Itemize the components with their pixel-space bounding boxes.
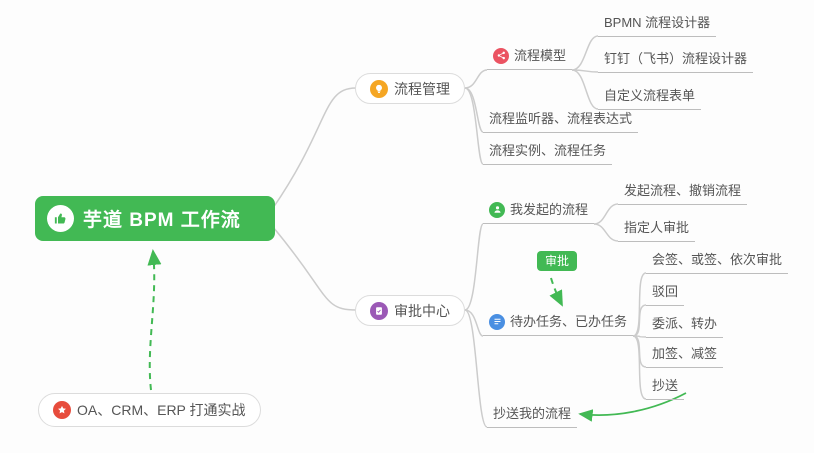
node-label: 我发起的流程: [510, 202, 589, 217]
node-initiate-cancel[interactable]: 发起流程、撤销流程: [618, 182, 748, 205]
node-process-mgmt[interactable]: 流程管理: [355, 73, 465, 104]
arrow-practice-root: [147, 249, 162, 391]
node-label: 抄送: [652, 378, 679, 393]
node-approval-center[interactable]: 审批中心: [355, 295, 465, 326]
connector-initiated-assigned: [593, 223, 619, 242]
node-label: BPMN 流程设计器: [604, 15, 711, 30]
node-countersign[interactable]: 会签、或签、依次审批: [646, 251, 789, 274]
clipboard-check-icon: [370, 301, 388, 320]
node-cc-my-process[interactable]: 抄送我的流程: [487, 405, 578, 428]
node-bpmn-designer[interactable]: BPMN 流程设计器: [598, 14, 717, 37]
connector-todo-cc: [632, 335, 647, 400]
node-reject[interactable]: 驳回: [646, 283, 685, 306]
connector-todo-reject: [632, 304, 647, 337]
node-label: 流程实例、流程任务: [489, 143, 607, 158]
approval-relation-badge[interactable]: 审批: [537, 251, 578, 271]
share-nodes-icon: [493, 47, 509, 64]
connector-root-process-mgmt: [272, 87, 357, 209]
node-listener-expression[interactable]: 流程监听器、流程表达式: [483, 110, 639, 133]
node-label: 抄送我的流程: [493, 406, 572, 421]
connector-approval-my-initiated: [464, 223, 484, 311]
thumbs-up-icon: [47, 205, 74, 232]
lightbulb-icon: [370, 79, 388, 98]
node-process-model[interactable]: 流程模型: [487, 47, 573, 70]
connector-process-mgmt-listener: [464, 87, 484, 133]
user-icon: [489, 201, 505, 218]
node-label: OA、CRM、ERP 打通实战: [77, 402, 246, 418]
connector-model-dingtalk: [571, 69, 599, 73]
node-label: 发起流程、撤销流程: [624, 183, 742, 198]
root-node[interactable]: 芋道 BPM 工作流: [35, 196, 275, 241]
node-label: 钉钉（飞书）流程设计器: [604, 51, 748, 66]
node-cc[interactable]: 抄送: [646, 377, 685, 400]
connector-todo-countersign: [632, 272, 647, 337]
node-label: 流程管理: [394, 80, 450, 97]
root-label: 芋道 BPM 工作流: [83, 210, 241, 231]
node-todo-done[interactable]: 待办任务、已办任务: [483, 313, 634, 336]
node-instance-task[interactable]: 流程实例、流程任务: [483, 142, 613, 165]
node-label: 加签、减签: [652, 346, 718, 361]
node-label: 会签、或签、依次审批: [652, 252, 783, 267]
node-label: 委派、转办: [652, 316, 718, 331]
node-label: 驳回: [652, 284, 679, 299]
connector-model-bpmn: [571, 35, 599, 71]
arrow-approval-relation: [549, 277, 563, 307]
task-list-icon: [489, 313, 505, 330]
connector-process-mgmt-instance: [464, 87, 484, 165]
node-practice[interactable]: OA、CRM、ERP 打通实战: [38, 393, 261, 427]
connector-model-custom-form: [571, 69, 599, 110]
connector-initiated-initiate-cancel: [593, 203, 619, 225]
node-dingtalk-designer[interactable]: 钉钉（飞书）流程设计器: [598, 50, 754, 73]
node-label: 指定人审批: [624, 220, 690, 235]
node-label: 待办任务、已办任务: [510, 314, 628, 329]
connector-approval-todo: [464, 309, 484, 337]
node-label: 流程监听器、流程表达式: [489, 111, 633, 126]
node-add-reduce-sign[interactable]: 加签、减签: [646, 345, 724, 368]
node-custom-form[interactable]: 自定义流程表单: [598, 87, 702, 110]
connector-root-approval-center: [272, 226, 357, 311]
node-assigned-approval[interactable]: 指定人审批: [618, 219, 696, 242]
connector-todo-delegate: [632, 335, 647, 338]
star-icon: [53, 401, 71, 419]
node-delegate-transfer[interactable]: 委派、转办: [646, 315, 724, 338]
node-label: 审批中心: [394, 302, 450, 319]
connector-todo-addsign: [632, 335, 647, 368]
node-label: 自定义流程表单: [604, 88, 696, 103]
node-my-initiated[interactable]: 我发起的流程: [483, 201, 595, 224]
connector-process-mgmt-model: [464, 69, 488, 89]
node-label: 流程模型: [514, 48, 567, 63]
